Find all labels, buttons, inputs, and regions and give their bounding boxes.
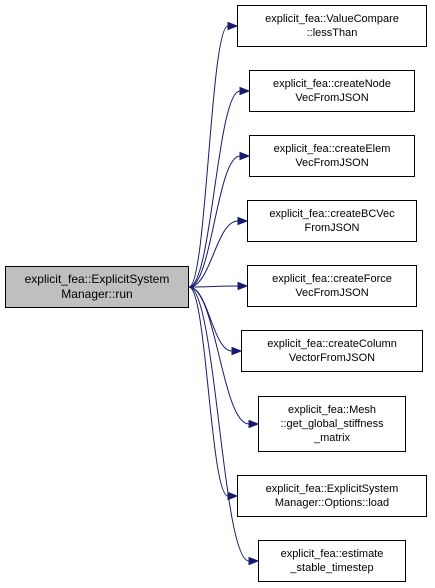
call-edge-arrowhead [239,151,251,161]
callee-line: explicit_fea::createElem [273,143,391,155]
call-edge [188,90,241,288]
root-node-explicit-system-manager-run[interactable]: explicit_fea::ExplicitSystem Manager::ru… [5,266,189,308]
callee-line: VectorFromJSON [288,352,376,364]
call-edge [188,220,239,288]
callee-line: Manager::Options::load [274,497,390,509]
callee-line: explicit_fea::createColumn [267,338,397,350]
callee-node-mesh-get-global-stiffness-matrix[interactable]: explicit_fea::Mesh ::get_global_stiffnes… [258,396,406,452]
callee-node-estimate-stable-timestep[interactable]: explicit_fea::estimate _stable_timestep [258,540,406,582]
call-edge-arrowhead [227,21,239,31]
call-edge-arrowhead [239,86,251,96]
callee-line: explicit_fea::createBCVec [269,208,395,220]
callee-line: VecFromJSON [295,287,369,299]
callee-line: explicit_fea::ExplicitSystem [265,483,399,495]
callee-line: VecFromJSON [295,157,369,169]
callee-line: explicit_fea::createNode [272,78,391,90]
root-node-line-2: Manager::run [61,287,133,301]
call-edge-arrowhead [248,419,260,429]
callee-line: explicit_fea::ValueCompare [265,13,399,25]
callee-line: _stable_timestep [290,562,374,574]
callee-node-value-compare-less-than[interactable]: explicit_fea::ValueCompare ::lessThan [237,5,427,47]
callee-line: ::get_global_stiffness [280,418,384,430]
callee-line: explicit_fea::estimate [280,548,384,560]
callee-node-create-elem-vec-from-json[interactable]: explicit_fea::createElem VecFromJSON [249,135,415,177]
callee-line: VecFromJSON [295,92,369,104]
callee-line: _matrix [313,432,351,444]
call-edge [188,285,239,288]
callee-node-create-bc-vec-from-json[interactable]: explicit_fea::createBCVec FromJSON [247,200,417,242]
root-node-line-1: explicit_fea::ExplicitSystem [24,272,170,286]
call-edge-arrowhead [227,491,239,501]
callee-node-create-force-vec-from-json[interactable]: explicit_fea::createForce VecFromJSON [247,265,417,307]
call-edge [188,25,229,288]
call-edge [188,286,250,425]
callee-node-create-node-vec-from-json[interactable]: explicit_fea::createNode VecFromJSON [249,70,415,112]
call-edge [188,286,250,562]
callee-node-options-load[interactable]: explicit_fea::ExplicitSystem Manager::Op… [237,475,427,517]
call-edge [188,155,241,288]
callee-node-create-column-vector-from-json[interactable]: explicit_fea::createColumn VectorFromJSO… [241,330,423,372]
callee-line: FromJSON [304,222,360,234]
call-edge-arrowhead [248,556,260,566]
call-edge-arrowhead [237,281,249,291]
callee-line: explicit_fea::Mesh [287,404,377,416]
callee-line: ::lessThan [306,27,358,39]
call-edge-arrowhead [237,216,249,226]
call-edge-arrowhead [231,346,243,356]
callee-line: explicit_fea::createForce [272,273,392,285]
call-edge [188,286,229,497]
